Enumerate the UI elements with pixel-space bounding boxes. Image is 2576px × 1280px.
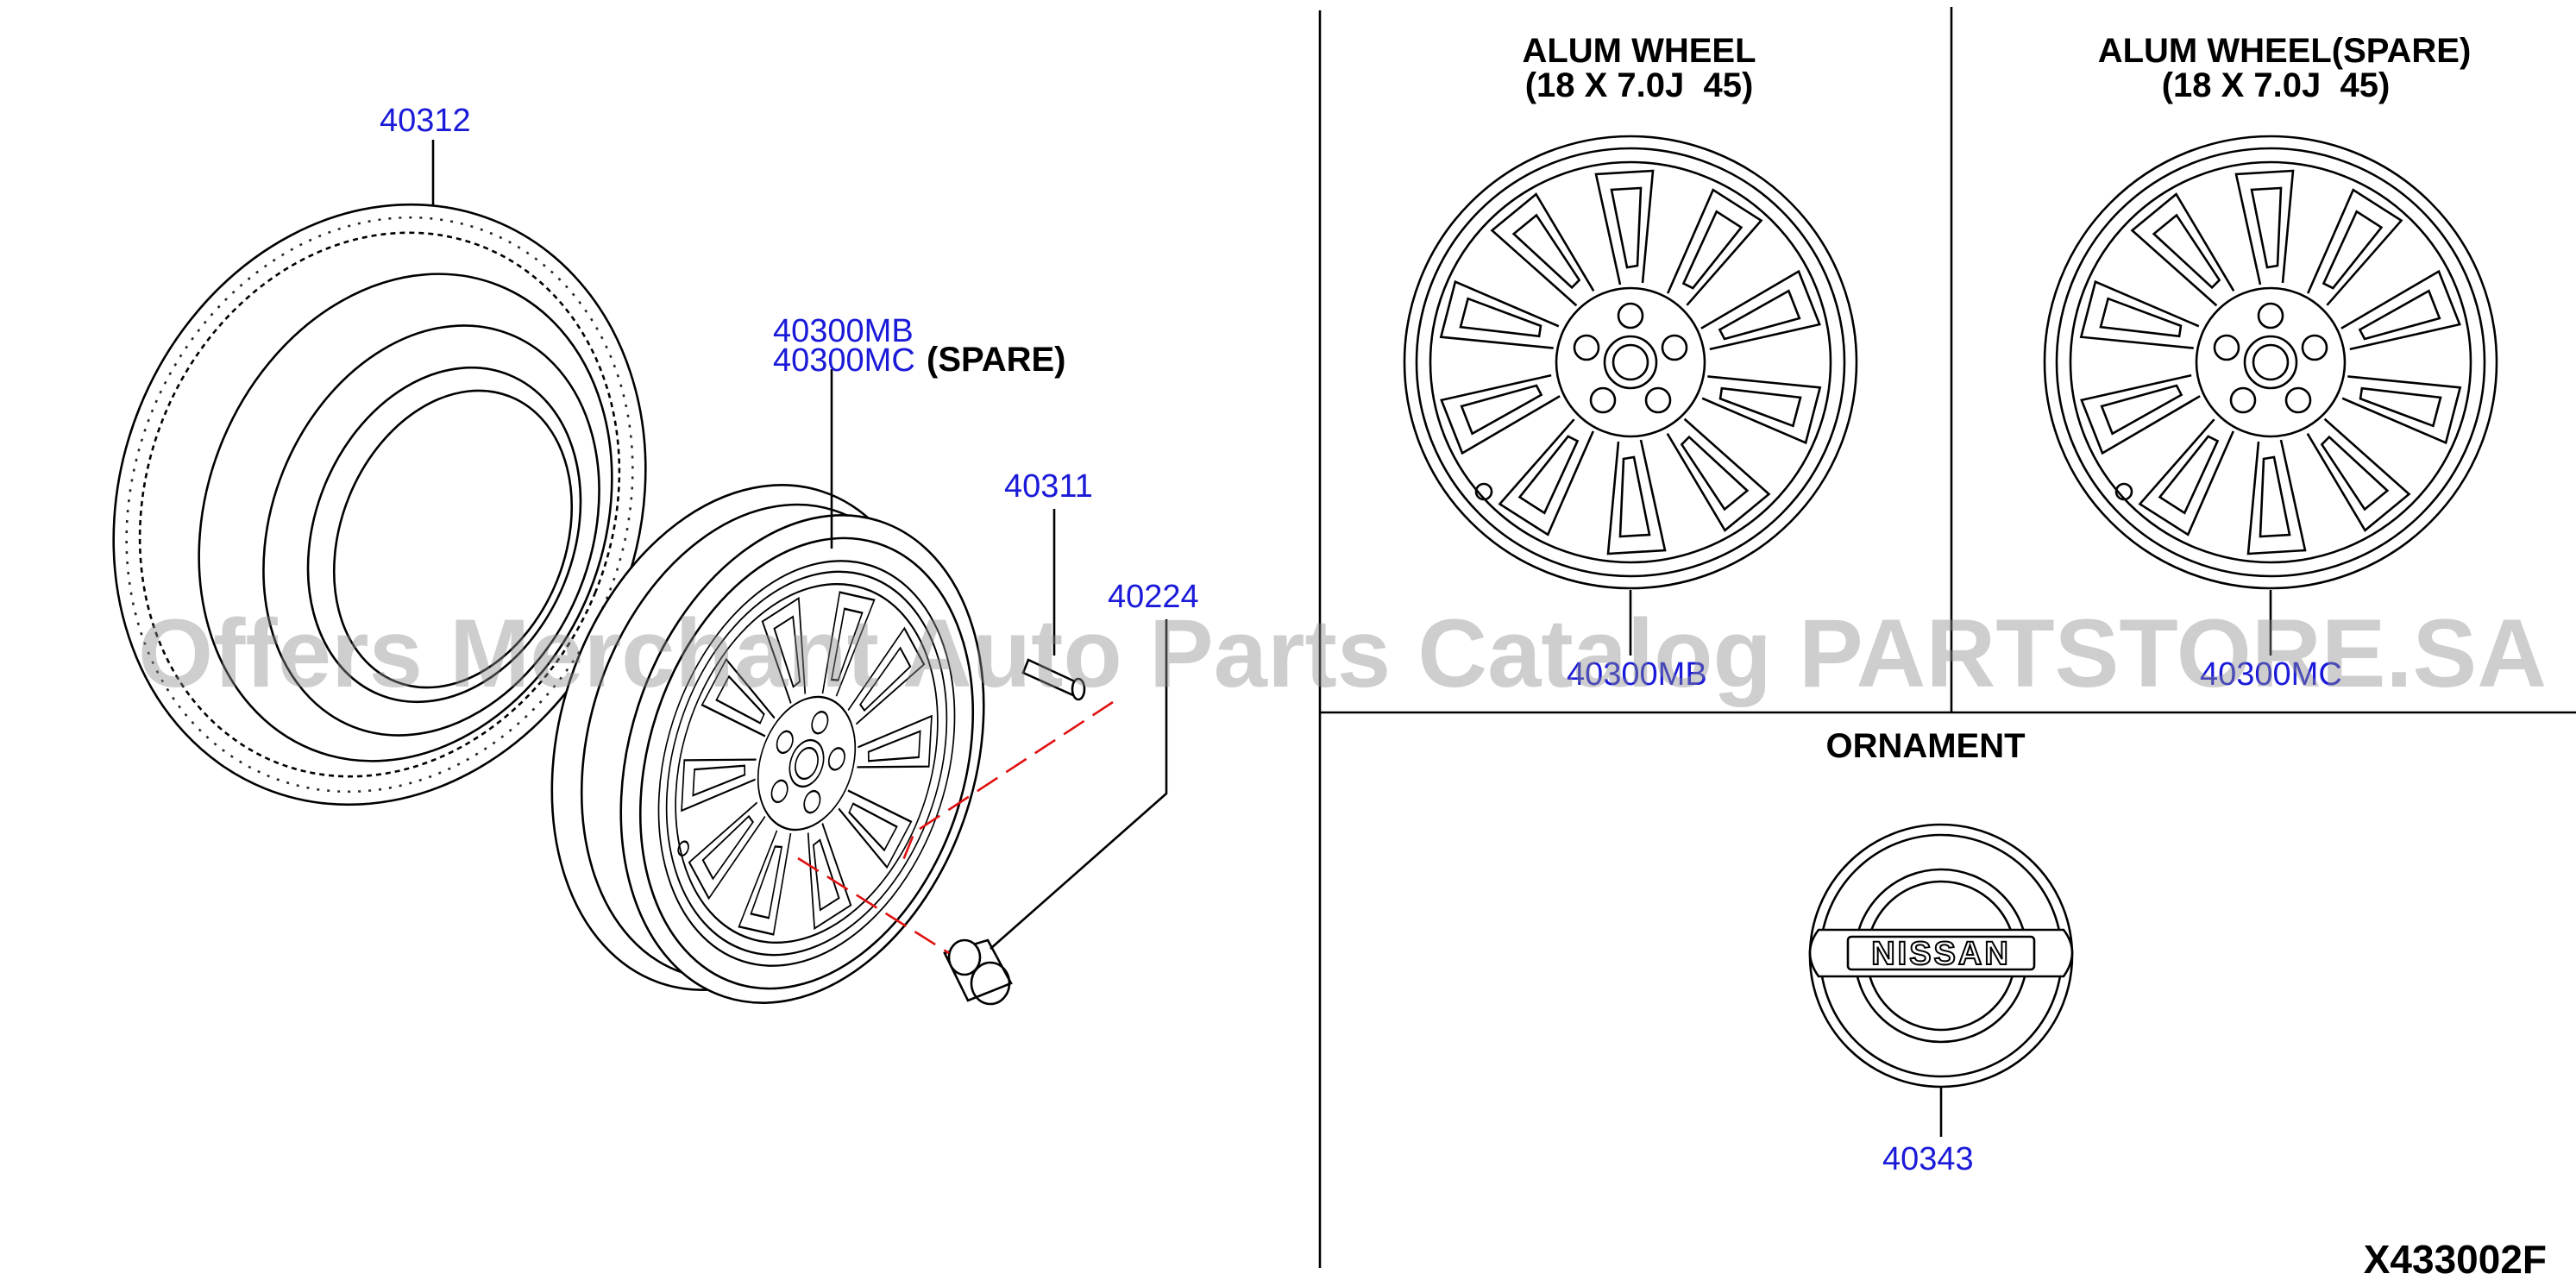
panel-dividers <box>1318 7 2576 1268</box>
alum-wheel-title: ALUM WHEEL <box>1522 32 1756 70</box>
alum-wheel-spec: (18 X 7.0J 45) <box>1525 66 1754 104</box>
leader-lines <box>431 140 2272 1137</box>
wheel-nut-drawing <box>943 938 1013 1006</box>
callout-alum-wheel[interactable]: 40300MB <box>1567 656 1707 693</box>
callout-alum-wheel-spare[interactable]: 40300MC <box>2200 656 2342 693</box>
alum-wheel-spare-drawing <box>2045 136 2497 588</box>
callout-valve[interactable]: 40311 <box>1004 468 1093 505</box>
tire-drawing <box>112 203 647 806</box>
watermark-text: Offers Merchant Auto Parts Catalog PARTS… <box>138 599 2547 707</box>
callout-tire[interactable]: 40312 <box>380 103 471 139</box>
assembly-guide-lines <box>797 700 1114 955</box>
valve-drawing <box>1021 658 1086 701</box>
callout-wheel-mc[interactable]: 40300MC <box>773 342 915 379</box>
ornament-drawing <box>1808 823 2074 1089</box>
ornament-logo-text: NISSAN <box>1871 936 2011 972</box>
diagram-code: X433002F <box>2364 1237 2547 1280</box>
callout-wheel-mb[interactable]: 40300MB <box>773 313 914 349</box>
callout-nut[interactable]: 40224 <box>1108 579 1199 615</box>
spare-note: (SPARE) <box>927 341 1065 379</box>
callout-ornament[interactable]: 40343 <box>1882 1141 1974 1177</box>
ornament-title: ORNAMENT <box>1825 727 2025 765</box>
alum-wheel-drawing <box>1404 136 1857 588</box>
alum-wheel-spare-title: ALUM WHEEL(SPARE) <box>2098 32 2472 70</box>
alum-wheel-spare-spec: (18 X 7.0J 45) <box>2162 66 2391 104</box>
wheel-assembly-drawing <box>550 484 1044 1051</box>
